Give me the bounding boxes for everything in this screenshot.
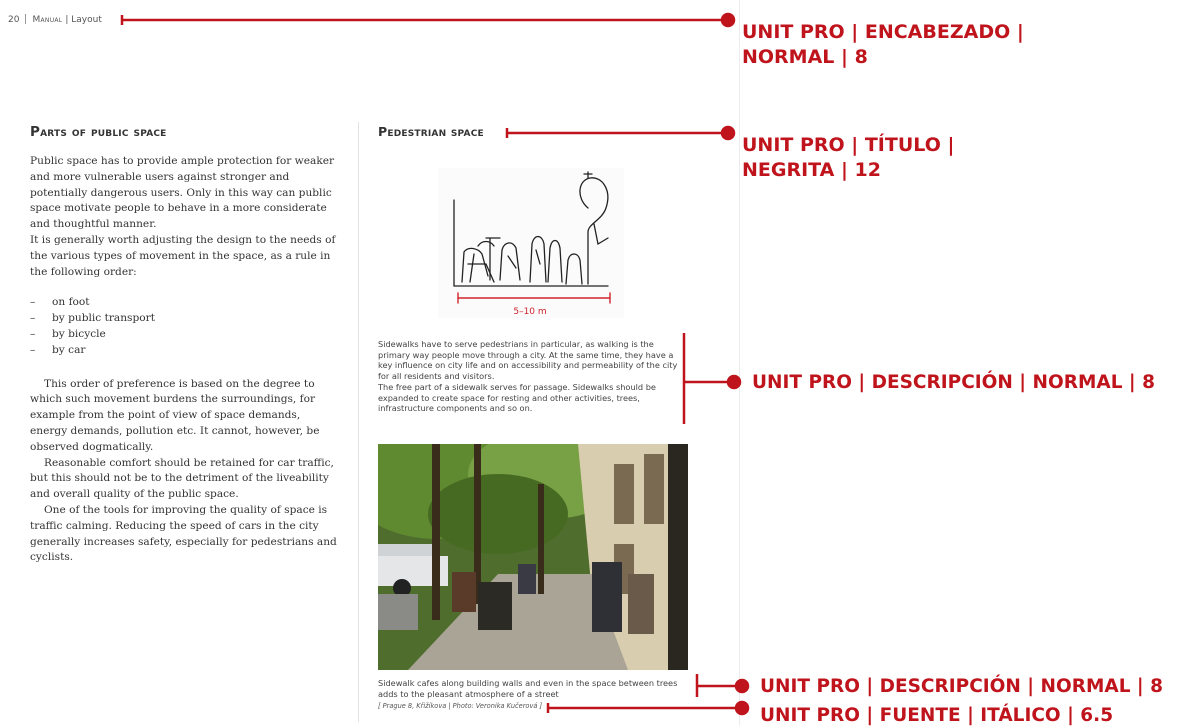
annotation-source-spec: UNIT PRO | FUENTE | ITÁLICO | 6.5 [760,703,1113,728]
page-header: 20 Manual | Layout [8,14,102,25]
annotation-title-line1: UNIT PRO | TÍTULO | [742,134,955,156]
header-divider [25,14,27,24]
street-photo [378,444,688,670]
annotation-caption-spec: UNIT PRO | DESCRIPCIÓN | NORMAL | 8 [760,674,1163,699]
photo-image [378,444,688,670]
body-paragraph-1: This order of preference is based on the… [30,377,320,453]
left-title: Parts of public space [30,124,167,140]
list-item: – on foot [30,295,340,311]
right-title: Pedestrian space [378,124,484,139]
header-subsection: Layout [71,15,102,25]
page-number: 20 [8,15,20,25]
photo-caption: Sidewalk cafes along building walls and … [378,678,678,699]
list-dash: – [30,343,36,356]
list-item-text: by public transport [52,312,155,325]
annotation-title-spec: UNIT PRO | TÍTULO | NEGRITA | 12 [742,133,954,183]
list-item-text: by bicycle [52,327,106,340]
sketch-measure-label: 5–10 m [513,307,546,317]
sketch-bird [583,171,593,179]
list-item: – by public transport [30,311,340,327]
sketch-wall-ground [453,199,609,287]
sketch-tree [579,177,609,285]
list-dash: – [30,296,36,309]
annotation-description-line1: UNIT PRO | DESCRIPCIÓN | NORMAL | 8 [752,372,1155,393]
list-dash: – [30,327,36,340]
sketch-walker-3 [565,253,583,285]
header-separator: | [65,15,69,25]
list-item-text: on foot [52,296,90,309]
description-paragraph-2: The free part of a sidewalk serves for p… [378,381,656,414]
body-paragraph-2: Reasonable comfort should be retained fo… [30,456,334,501]
annotation-header-line1: UNIT PRO | ENCABEZADO | [742,21,1024,43]
annotation-caption-line1: UNIT PRO | DESCRIPCIÓN | NORMAL | 8 [760,676,1163,697]
sketch-table [477,237,501,281]
intro-paragraph-2: It is generally worth adjusting the desi… [30,233,336,278]
header-section: Manual [32,15,63,25]
annotation-header-line2: NORMAL | 8 [742,46,868,68]
sketch-figure-2 [499,242,521,281]
list-item-text: by car [52,343,86,356]
sketch-walker-1 [529,235,547,283]
column-divider [358,122,359,722]
annotation-description-spec: UNIT PRO | DESCRIPCIÓN | NORMAL | 8 [752,370,1155,395]
description-paragraph-1: Sidewalks have to serve pedestrians in p… [378,339,678,382]
list-item: – by car [30,343,340,359]
sketch-seated-figure [461,247,495,283]
movement-list: – on foot – by public transport – by bicycl… [30,295,340,358]
intro-paragraph-1: Public space has to provide ample protec… [30,155,335,231]
left-body: Public space has to provide ample protec… [30,154,340,566]
left-column: Parts of public space Public space has t… [30,124,340,566]
annotation-header-spec: UNIT PRO | ENCABEZADO | NORMAL | 8 [742,20,1024,70]
photo-source: [ Prague 8, Křižíkova | Photo: Veronika … [378,702,543,710]
body-paragraph-3: One of the tools for improving the quali… [30,503,337,564]
page-edge [739,0,740,726]
annotation-title-line2: NEGRITA | 12 [742,159,881,181]
list-dash: – [30,312,36,325]
annotation-source-line1: UNIT PRO | FUENTE | ITÁLICO | 6.5 [760,705,1114,726]
sidewalk-description: Sidewalks have to serve pedestrians in p… [378,339,684,414]
list-item: – by bicycle [30,327,340,343]
sketch-walker-2 [547,239,563,283]
sidewalk-sketch: 5–10 m [438,168,624,318]
right-column: Pedestrian space [378,124,688,139]
sketch-drawing: 5–10 m [453,171,611,317]
